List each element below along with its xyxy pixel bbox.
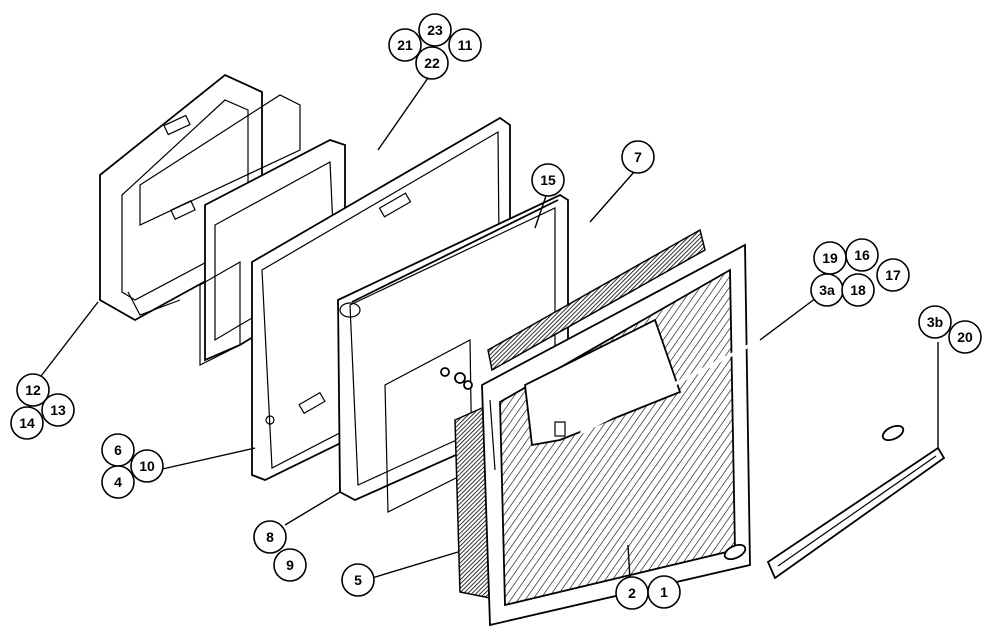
callout-22: 22 — [415, 46, 449, 80]
callout-12: 12 — [16, 373, 50, 407]
callout-15: 15 — [531, 163, 565, 197]
callout-18: 18 — [841, 273, 875, 307]
callout-1: 1 — [647, 575, 681, 609]
callout-19: 19 — [813, 241, 847, 275]
callout-label: 16 — [854, 247, 870, 263]
callout-3a: 3a — [810, 273, 844, 307]
door-rod — [351, 199, 559, 303]
callout-label: 2 — [628, 585, 636, 601]
callout-label: 12 — [25, 382, 41, 398]
callout-20: 20 — [948, 320, 982, 354]
handle-trim-strip — [766, 446, 946, 580]
callout-label: 18 — [850, 282, 866, 298]
handle-end-caps — [723, 424, 905, 561]
callout-3b: 3b — [918, 305, 952, 339]
callout-11: 11 — [448, 28, 482, 62]
callout-13: 13 — [41, 393, 75, 427]
callout-10: 10 — [130, 449, 164, 483]
callout-14: 14 — [10, 406, 44, 440]
callout-label: 8 — [266, 529, 274, 545]
leader-lines — [37, 77, 939, 581]
door-handle — [580, 338, 762, 434]
callout-label: 6 — [114, 442, 122, 458]
callout-label: 15 — [540, 172, 556, 188]
callout-label: 4 — [114, 474, 122, 490]
callout-label: 3a — [819, 282, 835, 298]
small-hardware — [440, 367, 473, 390]
callout-2: 2 — [615, 576, 649, 610]
callout-label: 17 — [885, 267, 901, 283]
door-front-frame — [481, 243, 751, 627]
callout-23: 23 — [418, 13, 452, 47]
callout-16: 16 — [845, 238, 879, 272]
callout-5: 5 — [341, 563, 375, 597]
callout-4: 4 — [101, 465, 135, 499]
callout-6: 6 — [101, 433, 135, 467]
callout-label: 7 — [634, 149, 642, 165]
callout-7: 7 — [621, 140, 655, 174]
callout-label: 13 — [50, 402, 66, 418]
callout-label: 11 — [458, 37, 473, 53]
callout-label: 3b — [927, 314, 943, 330]
callout-label: 10 — [139, 458, 155, 474]
callout-label: 19 — [822, 250, 838, 266]
callout-8: 8 — [253, 520, 287, 554]
callout-label: 14 — [19, 415, 35, 431]
callout-label: 20 — [957, 329, 973, 345]
callout-label: 23 — [427, 22, 443, 38]
callout-label: 1 — [660, 584, 668, 600]
callout-label: 22 — [424, 55, 440, 71]
callout-label: 9 — [286, 557, 294, 573]
callout-label: 21 — [397, 37, 413, 53]
callout-label: 5 — [354, 572, 362, 588]
callout-21: 21 — [388, 28, 422, 62]
callouts: 21 23 11 22 15 7 19 16 17 3a 18 3b 20 12… — [10, 13, 982, 610]
callout-9: 9 — [273, 548, 307, 582]
callout-17: 17 — [876, 258, 910, 292]
